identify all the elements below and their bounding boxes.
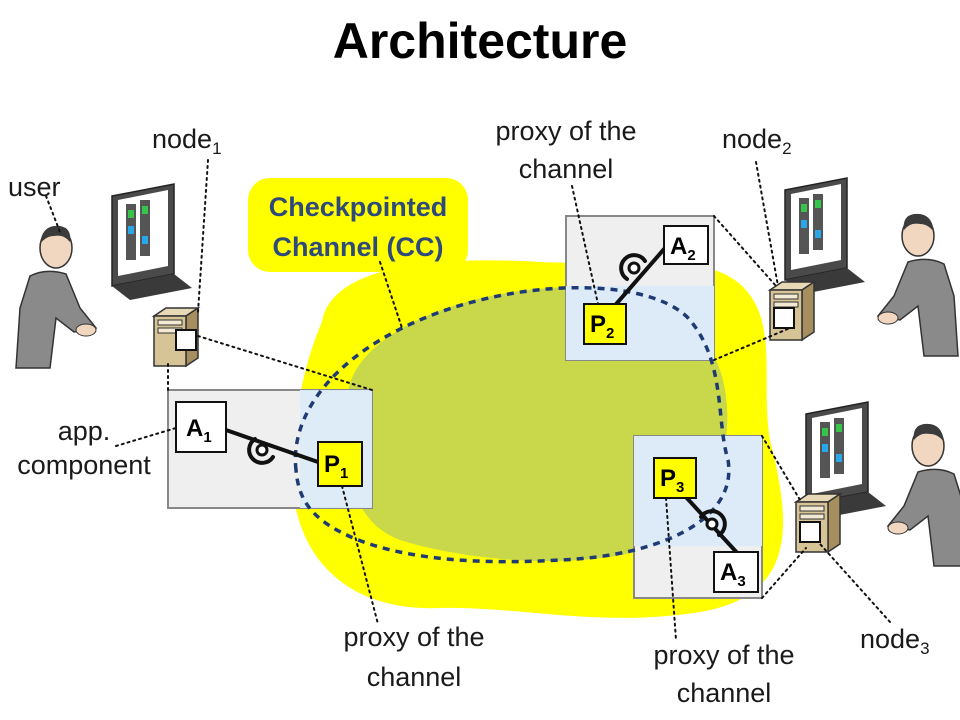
- proxy-label-node2-line2: channel: [519, 154, 614, 184]
- proxy1-leader: [341, 485, 379, 625]
- user-icon: [887, 423, 960, 567]
- node1-panel-connector: [197, 335, 373, 391]
- node3-panel-connector: [761, 547, 807, 599]
- proxy-label-node1-line2: channel: [367, 662, 462, 692]
- cc-callout: [248, 178, 468, 272]
- cc-leader: [379, 261, 403, 329]
- p2-box: [583, 303, 627, 345]
- user-icon: [877, 213, 959, 357]
- proxy2-leader: [571, 185, 599, 305]
- a3-box: [713, 551, 759, 593]
- node3-label: node3: [860, 624, 930, 658]
- user-leader: [45, 195, 61, 233]
- node1-tower-slot: [175, 329, 197, 351]
- app-component-label-line2: component: [17, 450, 151, 480]
- user-label: user: [8, 172, 61, 202]
- p1-label: P1: [324, 451, 348, 482]
- proxy-label-node3-line1: proxy of the: [653, 640, 794, 670]
- user-icon: [15, 225, 97, 369]
- p2-label: P2: [590, 311, 614, 342]
- node2-leader: [755, 161, 779, 287]
- app-component-label-line1: app.: [58, 416, 111, 446]
- proxy-label-node2-line1: proxy of the: [495, 116, 636, 146]
- a3-label: A3: [720, 559, 746, 590]
- node2-panel-connector: [713, 327, 791, 361]
- page-title: Architecture: [333, 13, 628, 69]
- cc-callout-line2: Channel (CC): [273, 232, 444, 262]
- proxy3-leader: [665, 497, 677, 641]
- a1-box: [175, 401, 227, 453]
- proxy-label-node3-line2: channel: [677, 678, 772, 708]
- proxy-label-node1-line1: proxy of the: [343, 622, 484, 652]
- monitor-icon: [111, 183, 193, 301]
- node2-label: node2: [722, 124, 792, 158]
- a2-box: [663, 225, 709, 265]
- monitor-icon: [784, 177, 866, 295]
- node3-panel-connector: [761, 435, 801, 501]
- cc-callout-line1: Checkpointed: [269, 192, 448, 222]
- node1-leader: [197, 159, 209, 313]
- app-component-leader: [115, 427, 177, 447]
- p1-box: [317, 441, 363, 487]
- a1-p1-link: [225, 428, 319, 464]
- node3-tower-slot: [799, 521, 821, 543]
- a2-label: A2: [670, 233, 696, 264]
- p3-box: [653, 457, 697, 499]
- a1-label: A1: [186, 415, 212, 446]
- node1-label: node1: [152, 124, 222, 158]
- node3-leader: [819, 543, 891, 623]
- node2-panel-connector: [713, 215, 777, 287]
- node2-tower-slot: [773, 307, 795, 329]
- p3-label: P3: [660, 465, 684, 496]
- checkpointed-channel-ring: [293, 285, 731, 564]
